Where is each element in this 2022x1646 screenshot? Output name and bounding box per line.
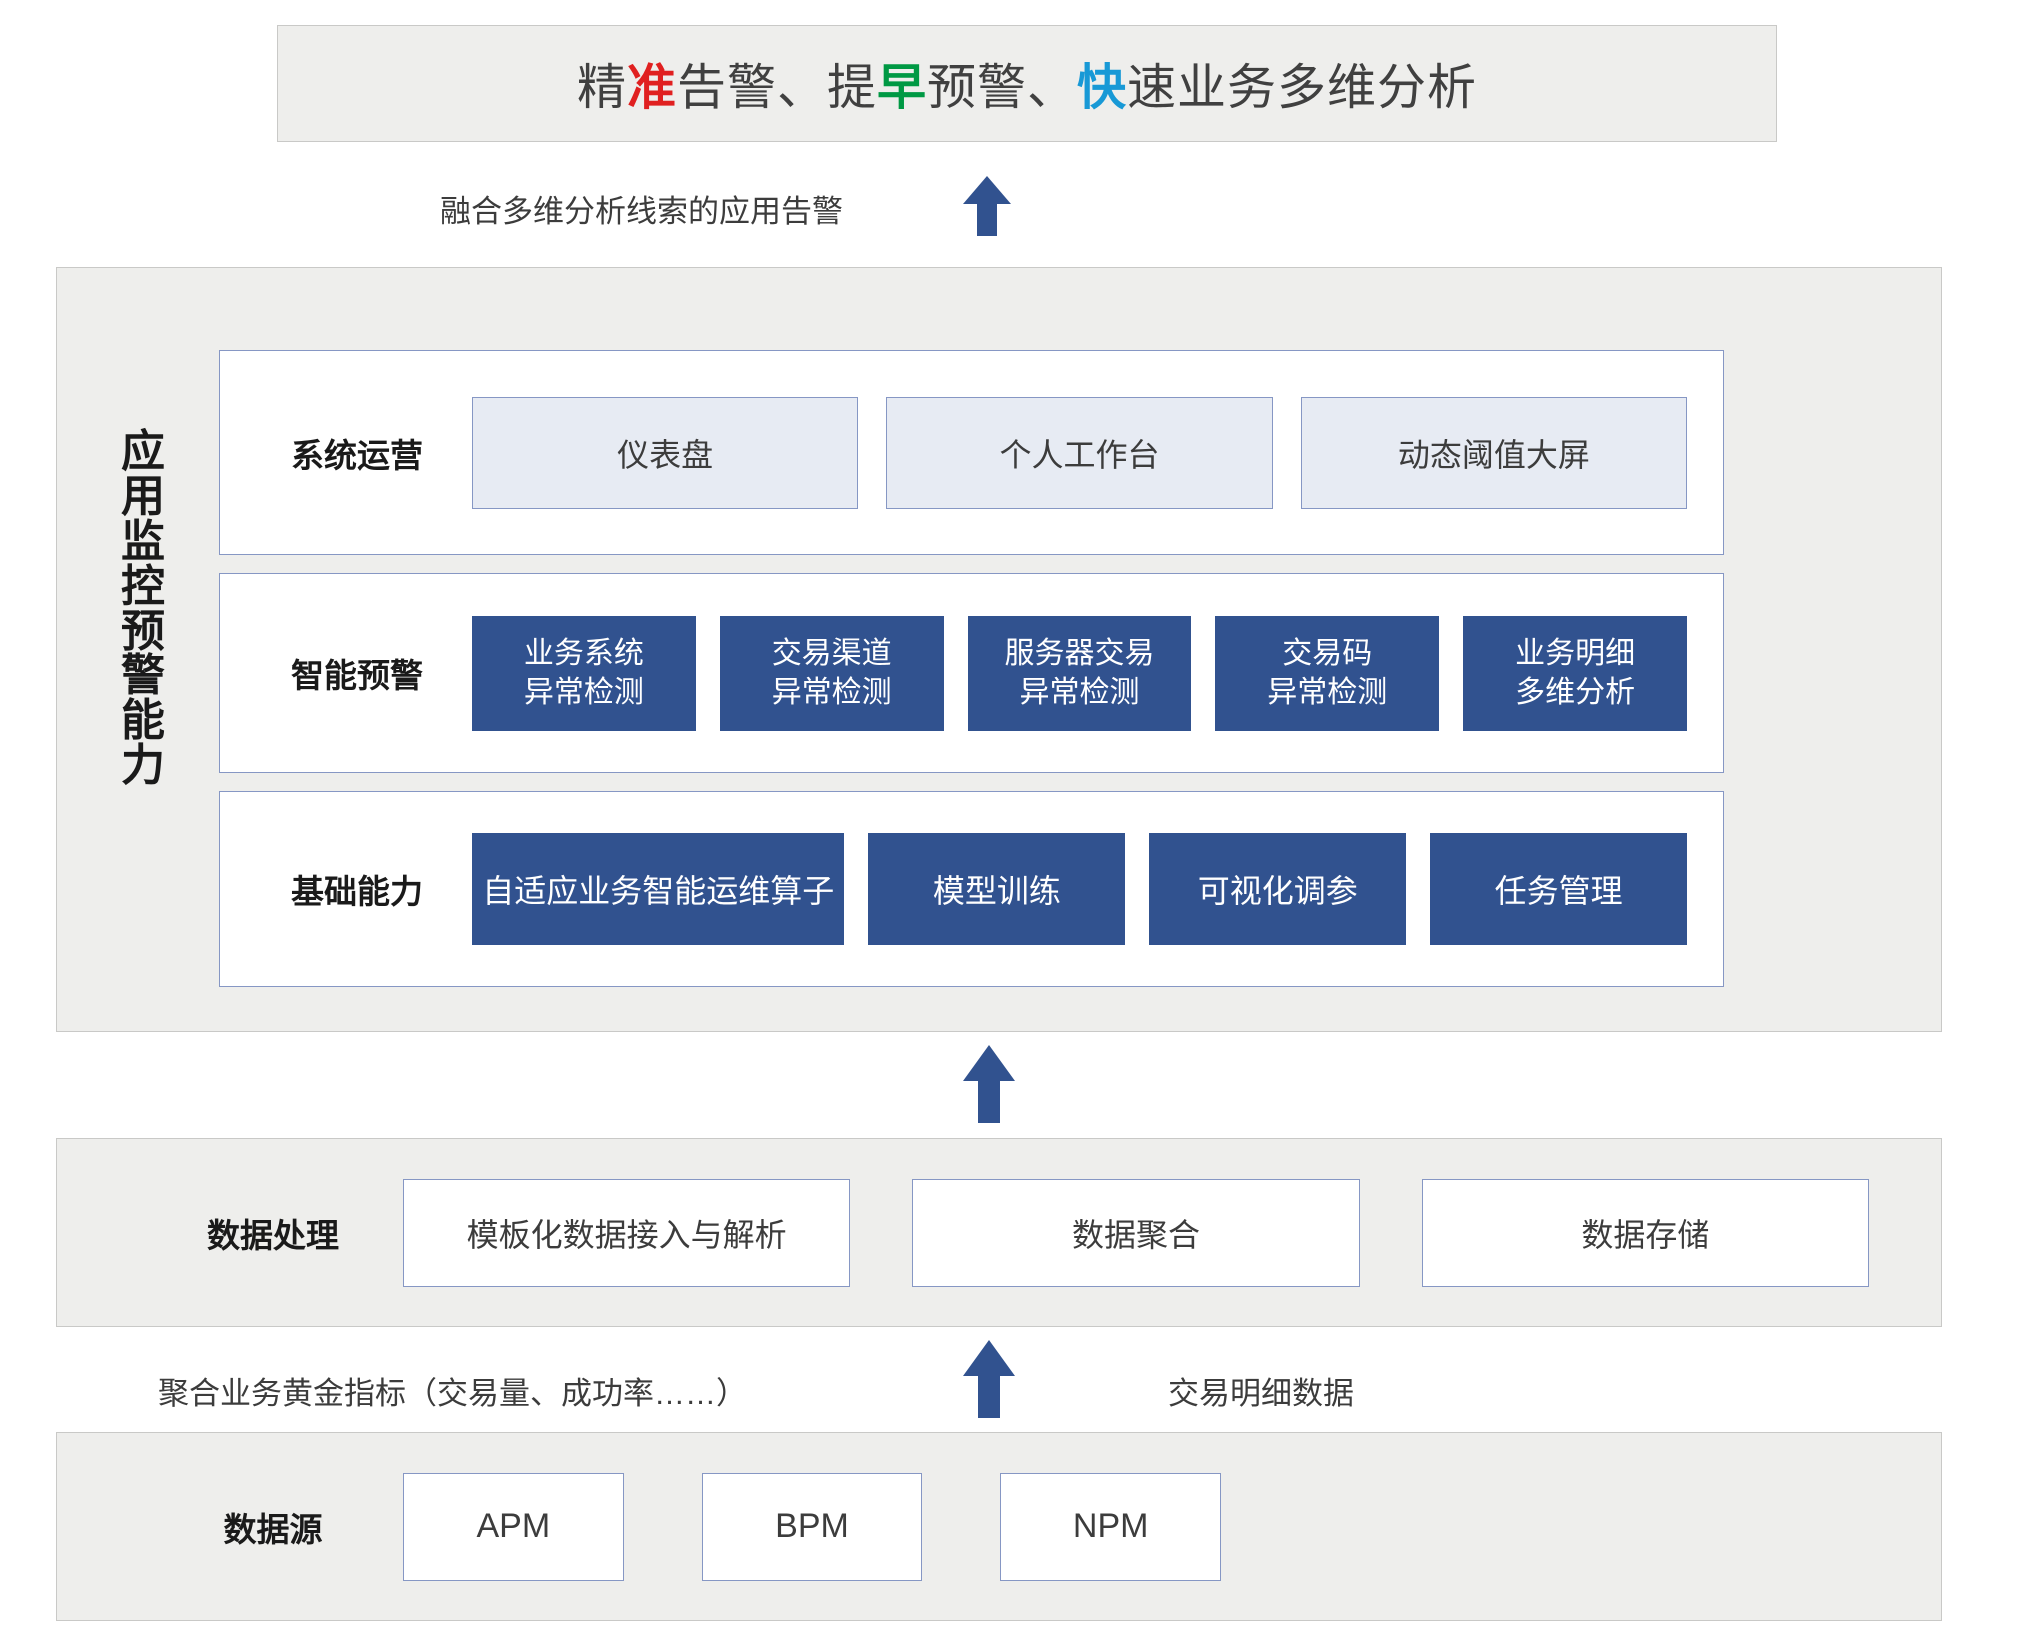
data-source-panel: 数据源 APM BPM NPM <box>56 1432 1942 1621</box>
chip-model-training[interactable]: 模型训练 <box>868 833 1126 945</box>
data-processing-panel: 数据处理 模板化数据接入与解析 数据聚合 数据存储 <box>56 1138 1942 1327</box>
row-items-data-source: APM BPM NPM <box>403 1433 1941 1620</box>
vertical-char-4: 预 <box>121 606 165 656</box>
vertical-char-5: 警 <box>121 651 165 701</box>
chip-dynamic-threshold-screen[interactable]: 动态阈值大屏 <box>1300 396 1687 509</box>
chip-apm[interactable]: APM <box>403 1472 624 1581</box>
chip-line-1: 交易码 <box>1282 637 1373 670</box>
chip-task-management[interactable]: 任务管理 <box>1430 833 1688 945</box>
chip-transaction-code-anomaly[interactable]: 交易码 异常检测 <box>1215 615 1440 731</box>
title-segment-5-highlight-blue: 快 <box>1077 61 1128 115</box>
title-segment-4: 预警、 <box>927 61 1078 115</box>
row-label-foundational-capability: 基础能力 <box>291 873 423 910</box>
chip-npm[interactable]: NPM <box>1000 1472 1222 1581</box>
chip-business-detail-multidim-analysis[interactable]: 业务明细 多维分析 <box>1463 615 1687 731</box>
vertical-char-0: 应 <box>121 427 165 476</box>
vertical-char-6: 能 <box>121 696 165 746</box>
up-arrow-icon-to-title <box>963 176 1011 236</box>
page-title: 精准告警、提早预警、快速业务多维分析 <box>577 48 1477 119</box>
row-items-system-operations: 仪表盘 个人工作台 动态阈值大屏 <box>472 351 1723 554</box>
chip-data-aggregation[interactable]: 数据聚合 <box>912 1178 1360 1287</box>
chip-line-2: 异常检测 <box>1267 676 1388 709</box>
arrow-stem <box>977 202 997 236</box>
row-foundational-capability: 基础能力 自适应业务智能运维算子 模型训练 可视化调参 任务管理 <box>219 791 1724 987</box>
vertical-char-3: 控 <box>121 561 165 611</box>
chip-server-transaction-anomaly[interactable]: 服务器交易 异常检测 <box>967 615 1192 731</box>
up-arrow-icon-to-data-processing <box>963 1340 1015 1418</box>
panel-label-data-processing: 数据处理 <box>207 1216 339 1254</box>
chip-line-1: 交易渠道 <box>771 637 892 670</box>
chip-line-1: 业务明细 <box>1515 637 1636 670</box>
vertical-char-2: 监 <box>121 516 165 566</box>
chip-line-2: 异常检测 <box>523 676 644 709</box>
arrow-head <box>963 1045 1015 1081</box>
chip-templated-ingestion-parsing[interactable]: 模板化数据接入与解析 <box>403 1178 851 1287</box>
row-items-data-processing: 模板化数据接入与解析 数据聚合 数据存储 <box>403 1139 1941 1326</box>
title-segment-1-highlight-red: 准 <box>626 61 677 115</box>
chip-bpm[interactable]: BPM <box>701 1472 923 1581</box>
chip-dashboard[interactable]: 仪表盘 <box>472 396 859 509</box>
arrow-head <box>963 1340 1015 1376</box>
vertical-char-1: 用 <box>121 471 165 521</box>
row-system-operations: 系统运营 仪表盘 个人工作台 动态阈值大屏 <box>219 350 1724 555</box>
title-segment-6: 速业务多维分析 <box>1127 61 1478 115</box>
chip-line-2: 异常检测 <box>771 676 892 709</box>
callout-transaction-detail-data: 交易明细数据 <box>1168 1376 1354 1411</box>
chip-visual-parameter-tuning[interactable]: 可视化调参 <box>1149 833 1407 945</box>
row-items-foundational-capability: 自适应业务智能运维算子 模型训练 可视化调参 任务管理 <box>472 792 1723 986</box>
chip-line-1: 服务器交易 <box>1004 637 1155 670</box>
title-segment-3-highlight-green: 早 <box>876 61 927 115</box>
chip-personal-workbench[interactable]: 个人工作台 <box>886 396 1273 509</box>
chip-transaction-channel-anomaly[interactable]: 交易渠道 异常检测 <box>719 615 944 731</box>
chip-data-storage[interactable]: 数据存储 <box>1421 1178 1869 1287</box>
arrow-stem <box>978 1079 1000 1123</box>
capability-panel-vertical-label: 应 用 监 控 预 警 能 力 <box>108 427 178 791</box>
chip-adaptive-aiops-operator[interactable]: 自适应业务智能运维算子 <box>472 833 845 945</box>
up-arrow-icon-to-capability-panel <box>963 1045 1015 1123</box>
callout-top-label: 融合多维分析线索的应用告警 <box>440 194 843 229</box>
chip-line-2: 异常检测 <box>1019 676 1140 709</box>
chip-business-system-anomaly[interactable]: 业务系统 异常检测 <box>472 615 696 731</box>
title-banner: 精准告警、提早预警、快速业务多维分析 <box>277 25 1777 142</box>
callout-aggregated-golden-metrics: 聚合业务黄金指标（交易量、成功率……） <box>158 1376 747 1411</box>
row-label-system-operations: 系统运营 <box>291 436 423 474</box>
row-intelligent-alerting: 智能预警 业务系统 异常检测 交易渠道 异常检测 服务器交易 异常检测 交易码 … <box>219 573 1724 773</box>
row-items-intelligent-alerting: 业务系统 异常检测 交易渠道 异常检测 服务器交易 异常检测 交易码 异常检测 … <box>472 574 1723 772</box>
title-segment-0: 精 <box>576 61 627 115</box>
vertical-char-7: 力 <box>121 741 165 791</box>
chip-line-1: 业务系统 <box>523 637 644 670</box>
chip-line-2: 多维分析 <box>1515 676 1636 709</box>
arrow-stem <box>978 1374 1000 1418</box>
arrow-head <box>963 176 1011 204</box>
row-label-intelligent-alerting: 智能预警 <box>291 657 423 694</box>
panel-label-data-source: 数据源 <box>223 1510 323 1548</box>
title-segment-2: 告警、提 <box>676 61 877 115</box>
